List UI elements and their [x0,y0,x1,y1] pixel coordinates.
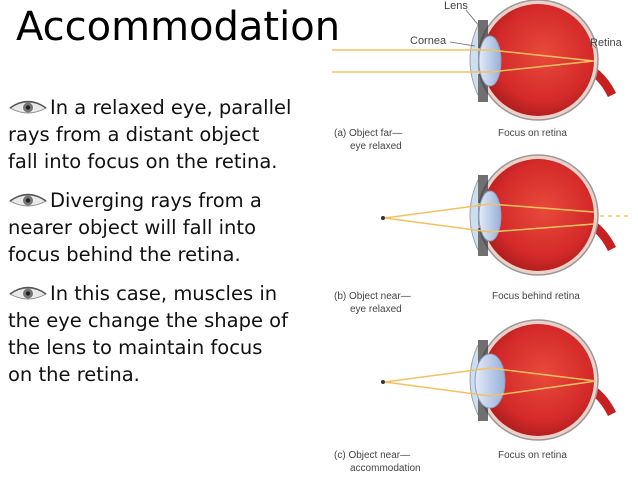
label-retina: Retina [590,37,623,49]
bullet-item: In this case, muscles in the eye change … [8,280,326,388]
eye-panel-a [332,0,617,121]
bullet-item: In a relaxed eye, parallel rays from a d… [8,94,326,175]
eye-panel-c [381,319,617,441]
caption-a-line2: eye relaxed [350,141,402,152]
caption-a-line1: (a) Object far— [334,128,402,139]
label-lens: Lens [444,0,468,12]
bullet-text: In a relaxed eye, parallel rays from a d… [8,96,292,173]
bullet-text: Diverging rays from a nearer object will… [8,189,262,266]
eye-icon [9,100,47,114]
caption-b-line1: (b) Object near— [334,291,411,302]
bullet-item: Diverging rays from a nearer object will… [8,187,326,268]
caption-c-line1: (c) Object near— [334,450,410,461]
bullet-list: In a relaxed eye, parallel rays from a d… [8,94,326,400]
caption-c-line2: accommodation [350,463,421,474]
eye-icon [9,286,47,300]
eye-icon [9,193,47,207]
caption-b-line2: eye relaxed [350,304,402,315]
focus-a: Focus on retina [498,128,567,139]
focus-b: Focus behind retina [492,291,580,302]
label-cornea: Cornea [410,35,447,47]
focus-c: Focus on retina [498,450,567,461]
eye-panel-b [381,154,630,276]
slide-title: Accommodation [16,4,341,50]
bullet-text: In this case, muscles in the eye change … [8,282,288,386]
